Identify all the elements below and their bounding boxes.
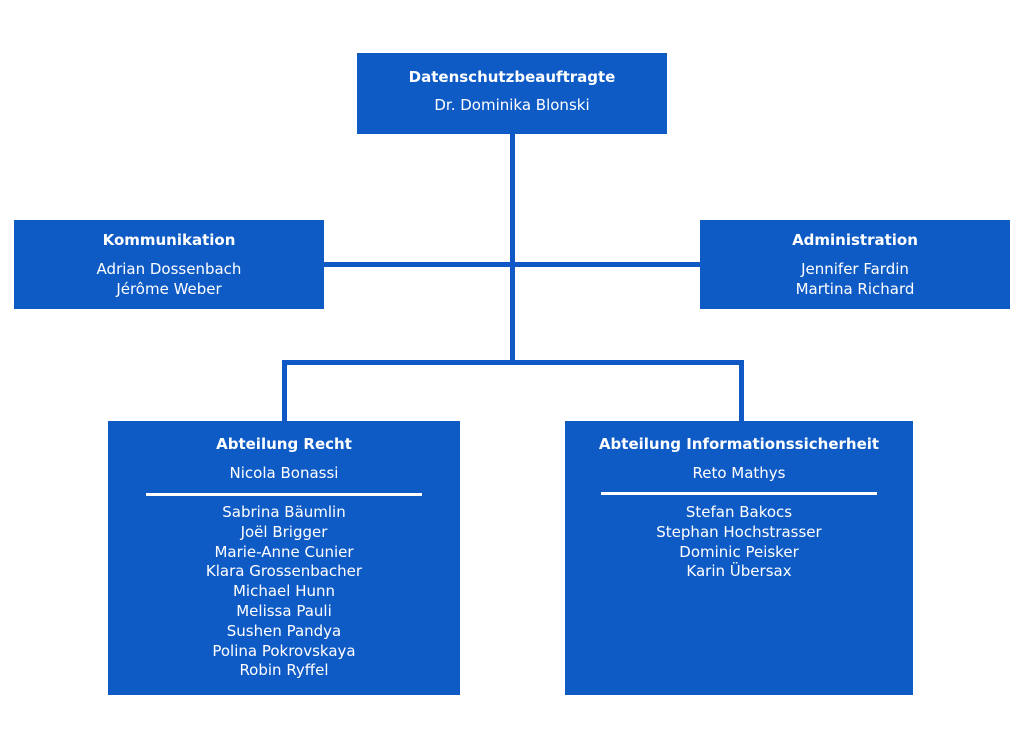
information-security-lead: Reto Mathys	[692, 464, 786, 482]
information-security-member: Dominic Peisker	[679, 542, 799, 561]
law-department-box: Abteilung Recht Nicola Bonassi Sabrina B…	[108, 421, 460, 695]
law-department-member: Klara Grossenbacher	[205, 562, 363, 581]
connector-horizontal-bottom	[282, 360, 744, 365]
administration-title: Administration	[792, 231, 918, 249]
information-security-divider	[601, 492, 877, 495]
communication-member: Jérôme Weber	[116, 280, 222, 298]
data-protection-officer-name: Dr. Dominika Blonski	[434, 96, 590, 114]
data-protection-officer-box: Datenschutzbeauftragte Dr. Dominika Blon…	[357, 53, 667, 134]
administration-names: Jennifer Fardin Martina Richard	[700, 259, 1010, 299]
information-security-member: Karin Übersax	[686, 562, 792, 581]
law-department-member: Robin Ryffel	[239, 661, 329, 680]
administration-member: Martina Richard	[795, 280, 915, 298]
law-department-member: Joël Brigger	[240, 522, 328, 541]
law-department-lead: Nicola Bonassi	[229, 464, 339, 482]
information-security-member: Stephan Hochstrasser	[656, 522, 822, 541]
connector-right-drop	[739, 360, 744, 421]
law-department-divider	[146, 493, 422, 496]
law-department-member: Marie-Anne Cunier	[214, 542, 354, 561]
communication-box: Kommunikation Adrian Dossenbach Jérôme W…	[14, 220, 324, 309]
administration-member: Jennifer Fardin	[801, 260, 909, 278]
information-security-members: Stefan Bakocs Stephan Hochstrasser Domin…	[565, 503, 913, 582]
data-protection-officer-title: Datenschutzbeauftragte	[408, 68, 616, 86]
communication-title: Kommunikation	[102, 231, 236, 249]
law-department-member: Polina Pokrovskaya	[212, 641, 356, 660]
information-security-box: Abteilung Informationssicherheit Reto Ma…	[565, 421, 913, 695]
connector-top-vertical	[510, 134, 515, 363]
law-department-member: Melissa Pauli	[236, 601, 332, 620]
communication-member: Adrian Dossenbach	[96, 260, 242, 278]
law-department-member: Michael Hunn	[232, 582, 336, 601]
information-security-member: Stefan Bakocs	[685, 503, 793, 521]
law-department-member: Sushen Pandya	[226, 621, 342, 640]
connector-left-drop	[282, 360, 287, 421]
connector-horizontal-middle	[324, 262, 700, 267]
law-department-title: Abteilung Recht	[216, 435, 352, 453]
administration-box: Administration Jennifer Fardin Martina R…	[700, 220, 1010, 309]
law-department-members: Sabrina Bäumlin Joël Brigger Marie-Anne …	[108, 503, 460, 681]
communication-names: Adrian Dossenbach Jérôme Weber	[14, 259, 324, 299]
law-department-member: Sabrina Bäumlin	[222, 503, 346, 521]
information-security-title: Abteilung Informationssicherheit	[598, 435, 880, 453]
